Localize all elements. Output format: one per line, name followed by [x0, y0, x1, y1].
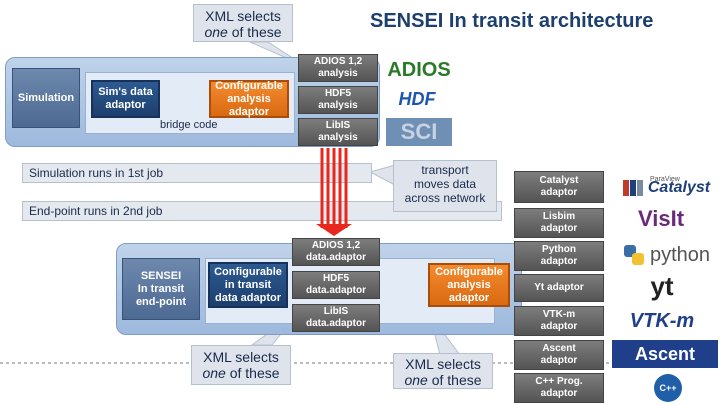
callout-line2: one of these: [204, 24, 282, 40]
endpoint-runs-bar: End-point runs in 2nd job: [22, 201, 502, 221]
vtkm-logo: VTK-m: [629, 309, 695, 332]
xml-selects-callout-bottom-mid: XML selects one of these: [393, 353, 493, 389]
hdf-logo: HDF: [398, 88, 436, 109]
catalyst-mark-icon: [622, 180, 643, 196]
cpp-prog-adaptor: C++ Prog.adaptor: [514, 373, 604, 403]
sim-runs-bar: Simulation runs in 1st job: [22, 163, 372, 183]
page-title: SENSEI In transit architecture: [370, 10, 654, 32]
xml-selects-callout-top: XML selects one of these: [193, 4, 293, 42]
yt-adaptor: Yt adaptor: [514, 274, 604, 302]
yt-logo: yt: [650, 270, 674, 301]
bridge-code-label: bridge code: [160, 119, 218, 131]
transport-arrows: [316, 148, 352, 236]
paraview-small-label: ParaView: [650, 176, 680, 183]
python-logo: python: [614, 240, 718, 270]
simulation-box: Simulation: [12, 68, 80, 128]
ascent-logo: Ascent: [612, 340, 718, 368]
adios-logo: ADIOS: [387, 58, 451, 81]
python-snake-icon: [623, 245, 644, 265]
xml-selects-callout-bottom-left: XML selects one of these: [191, 345, 291, 385]
callout-line1: XML selects: [205, 8, 281, 24]
visit-logo: VisIt: [637, 206, 685, 231]
sci-logo: SCI: [386, 118, 452, 146]
catalyst-logo: Catalyst: [614, 174, 718, 202]
cpp-logo: C++: [654, 374, 682, 402]
